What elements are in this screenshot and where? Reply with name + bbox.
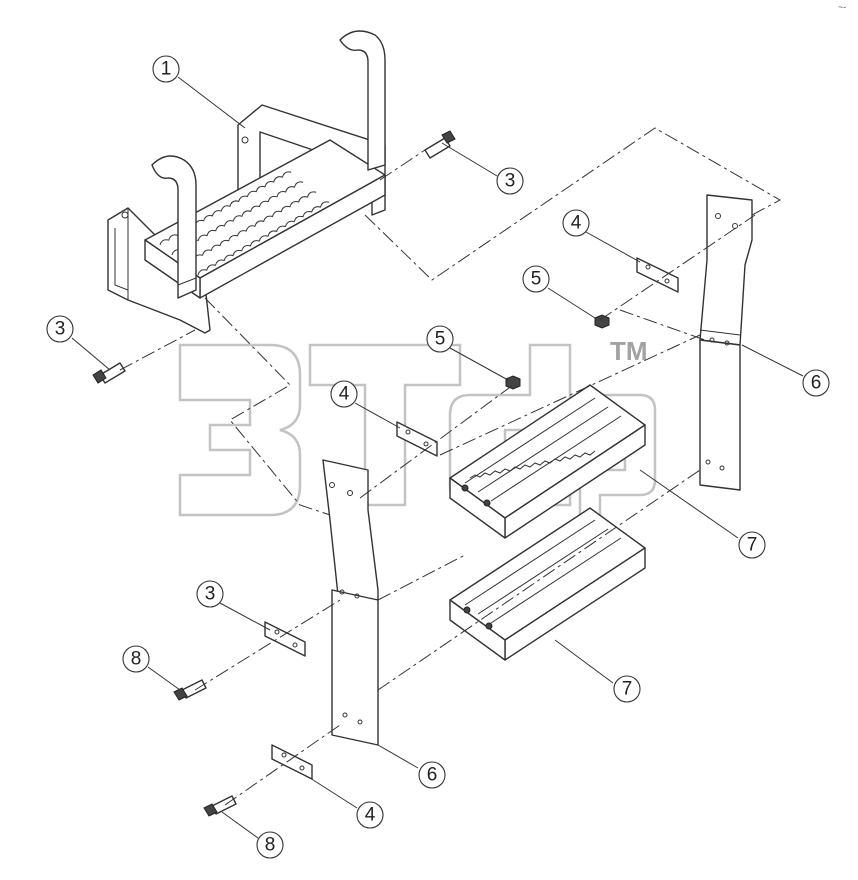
callout-6-left: 6 [418, 761, 446, 789]
plate-upper-right [636, 257, 679, 293]
bolt-8-middle [173, 679, 207, 701]
svg-text:7: 7 [747, 535, 758, 556]
plate-lower-left [264, 621, 306, 657]
callouts: 1 3 3 4 5 6 5 4 7 3 8 7 6 4 8 [46, 55, 830, 859]
callout-7-lower: 7 [613, 675, 641, 703]
svg-text:3: 3 [505, 171, 516, 192]
svg-text:6: 6 [811, 373, 822, 394]
left-stile [322, 459, 379, 746]
svg-text:7: 7 [622, 679, 633, 700]
upper-step [449, 384, 646, 539]
callout-3-lower: 3 [196, 580, 224, 608]
svg-text:8: 8 [131, 649, 142, 670]
callout-6-right: 6 [802, 369, 830, 397]
callout-8-bottom: 8 [256, 831, 284, 859]
callout-5-middle: 5 [426, 325, 454, 353]
svg-text:6: 6 [427, 765, 438, 786]
nut-upper [594, 314, 610, 329]
svg-text:4: 4 [571, 213, 582, 234]
bolt-left [92, 362, 126, 384]
bolt-top [424, 130, 456, 159]
assembly-lines [119, 127, 782, 806]
svg-text:3: 3 [205, 584, 216, 605]
plate-middle [396, 421, 438, 457]
svg-text:8: 8 [265, 835, 276, 856]
leaders [71, 76, 804, 839]
callout-4-middle: 4 [330, 380, 358, 408]
callout-4-upper: 4 [562, 209, 590, 237]
svg-text:5: 5 [531, 269, 542, 290]
callout-3-top: 3 [496, 167, 524, 195]
watermark-trademark: TM [610, 336, 648, 366]
hardware [92, 130, 679, 817]
callout-7-upper: 7 [738, 531, 766, 559]
callout-5-upper: 5 [522, 265, 550, 293]
right-stile [699, 194, 753, 491]
top-step-assembly [107, 30, 386, 334]
svg-text:3: 3 [55, 319, 66, 340]
plate-bottom [271, 744, 313, 780]
svg-text:4: 4 [339, 384, 350, 405]
corner-mark: ~- [838, 2, 846, 12]
lower-step [449, 507, 646, 661]
svg-text:5: 5 [435, 329, 446, 350]
callout-8-middle: 8 [122, 645, 150, 673]
bolt-8-bottom [203, 795, 237, 817]
callout-3-left: 3 [46, 315, 74, 343]
callout-4-bottom: 4 [356, 801, 384, 829]
svg-text:1: 1 [161, 59, 172, 80]
callout-1: 1 [152, 55, 180, 83]
nut-middle [505, 375, 521, 390]
svg-text:4: 4 [365, 805, 376, 826]
